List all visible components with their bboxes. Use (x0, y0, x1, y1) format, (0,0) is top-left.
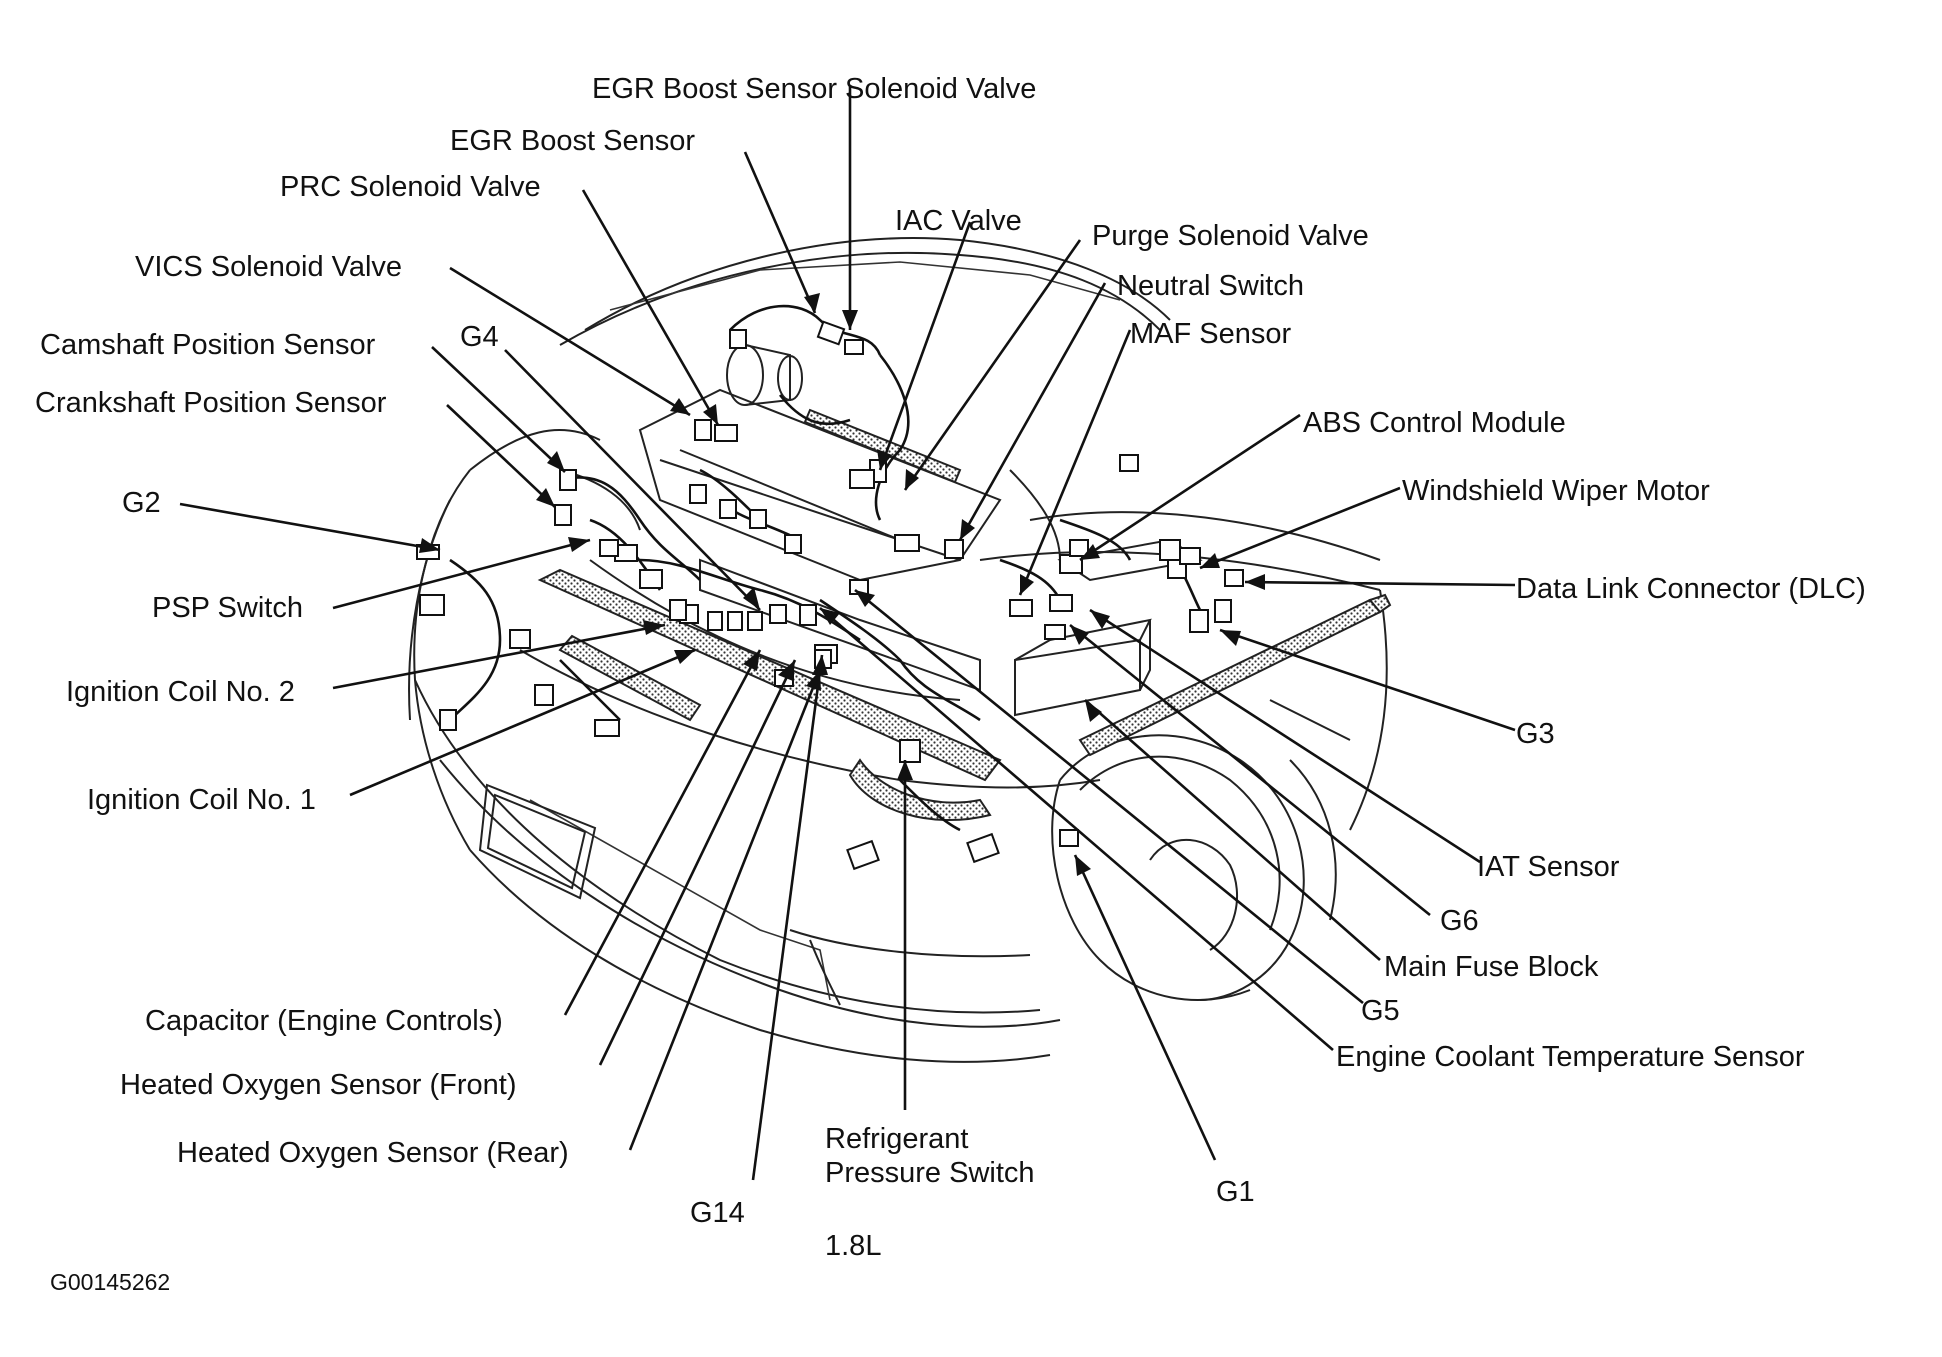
label-camshaft-position-sensor: Camshaft Position Sensor (40, 329, 376, 361)
label-heated-o2-rear: Heated Oxygen Sensor (Rear) (177, 1137, 569, 1169)
label-neutral-switch: Neutral Switch (1117, 270, 1304, 302)
label-main-fuse-block: Main Fuse Block (1384, 951, 1599, 983)
label-abs-control-module: ABS Control Module (1303, 407, 1566, 439)
component-labels: EGR Boost Sensor Solenoid Valve EGR Boos… (35, 73, 1866, 1295)
label-data-link-connector: Data Link Connector (DLC) (1516, 573, 1866, 605)
label-windshield-wiper-motor: Windshield Wiper Motor (1402, 475, 1710, 507)
label-vics-solenoid-valve: VICS Solenoid Valve (135, 251, 402, 283)
label-iac-valve: IAC Valve (895, 205, 1022, 237)
label-g2: G2 (122, 487, 161, 519)
label-ignition-coil-2: Ignition Coil No. 2 (66, 676, 295, 708)
label-engine-size: 1.8L (825, 1230, 881, 1262)
label-ignition-coil-1: Ignition Coil No. 1 (87, 784, 316, 816)
label-g1: G1 (1216, 1176, 1255, 1208)
label-crankshaft-position-sensor: Crankshaft Position Sensor (35, 387, 387, 419)
label-refrigerant-pressure-switch-2: Pressure Switch (825, 1157, 1035, 1189)
label-purge-solenoid-valve: Purge Solenoid Valve (1092, 220, 1369, 252)
figure-id: G00145262 (50, 1269, 170, 1295)
label-prc-solenoid-valve: PRC Solenoid Valve (280, 171, 541, 203)
label-heated-o2-front: Heated Oxygen Sensor (Front) (120, 1069, 517, 1101)
label-g5: G5 (1361, 995, 1400, 1027)
label-engine-coolant-temp-sensor: Engine Coolant Temperature Sensor (1336, 1041, 1805, 1073)
leader-lines (179, 85, 1516, 1181)
label-iat-sensor: IAT Sensor (1477, 851, 1620, 883)
label-g6: G6 (1440, 905, 1479, 937)
connectors (416, 320, 1244, 871)
vehicle-body-outline (408, 237, 1388, 1063)
arrowheads (419, 293, 1265, 876)
label-g14: G14 (690, 1197, 745, 1229)
label-psp-switch: PSP Switch (152, 592, 303, 624)
hoses (537, 408, 1392, 822)
label-refrigerant-pressure-switch-1: Refrigerant (825, 1123, 968, 1155)
label-maf-sensor: MAF Sensor (1130, 318, 1291, 350)
label-capacitor: Capacitor (Engine Controls) (145, 1005, 503, 1037)
label-egr-boost-sensor-solenoid-valve: EGR Boost Sensor Solenoid Valve (592, 73, 1036, 105)
label-g4: G4 (460, 321, 499, 353)
label-g3: G3 (1516, 718, 1555, 750)
label-egr-boost-sensor: EGR Boost Sensor (450, 125, 695, 157)
